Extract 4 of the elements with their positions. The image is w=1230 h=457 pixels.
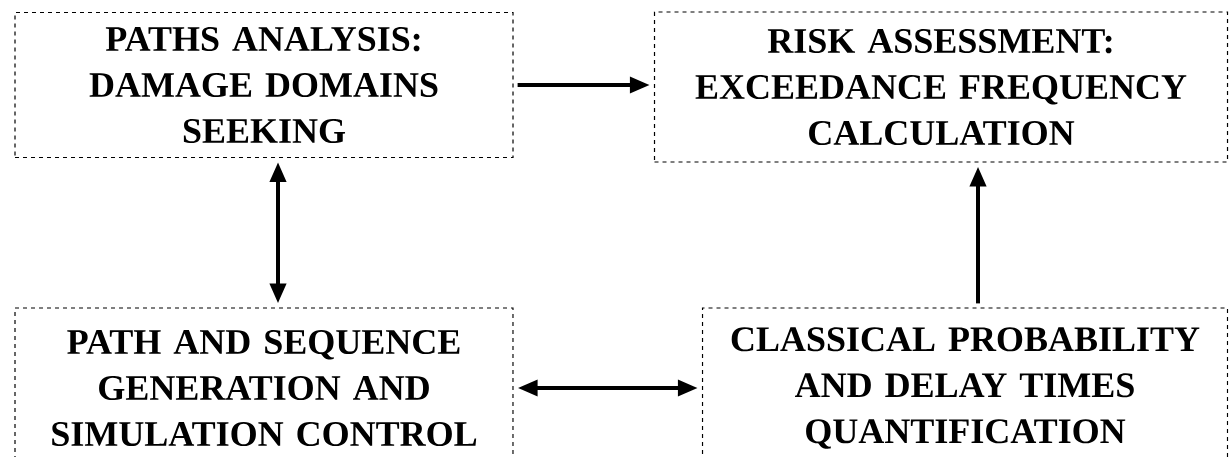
- process-box: PATHS ANALYSIS: DAMAGE DOMAINS SEEKING: [14, 11, 514, 159]
- process-box: PATH AND SEQUENCE GENERATION AND SIMULATION CONTROL: [14, 307, 514, 457]
- process-box: RISK ASSESSMENT: EXCEEDANCE FREQUENCY CALCULATION: [653, 11, 1229, 163]
- process-box: CLASSICAL PROBABILITY AND DELAY TIMES QUANTIFICATION: [701, 307, 1229, 457]
